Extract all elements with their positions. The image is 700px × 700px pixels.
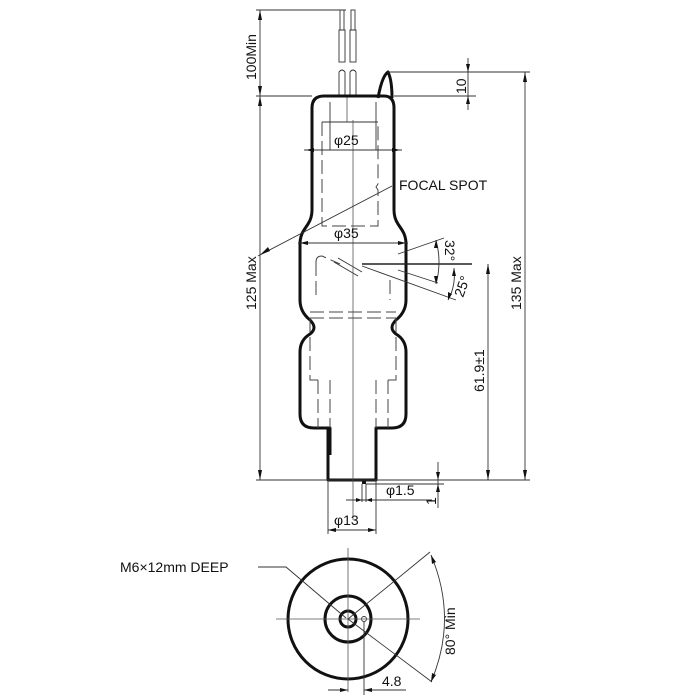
pin-length-label: 1 (423, 497, 439, 505)
inner-structure (309, 102, 397, 428)
dim-135max-label: 135 Max (508, 256, 524, 310)
dim-tip-height: 10 (388, 58, 530, 110)
contact-pin (362, 480, 366, 484)
phi35-label: φ35 (334, 225, 359, 241)
dim-phi13: φ13 (327, 480, 377, 534)
exhaust-tip (376, 70, 394, 99)
dim-focal-height: 61.9±1 (471, 264, 490, 480)
dim-10-label: 10 (453, 78, 469, 94)
focal-spot-callout: FOCAL SPOT (257, 177, 488, 257)
phi1-5-label: φ1.5 (386, 482, 415, 498)
dim-pin: φ1.5 1 (346, 462, 444, 508)
dim-100min-label: 100Min (243, 34, 259, 80)
angle80-label: 80° Min (442, 607, 458, 655)
dim-125max: 125 Max (243, 96, 262, 480)
tube-body-outline (298, 94, 408, 455)
anode-angle-lines: 32° 25° (361, 237, 473, 301)
thread-label: M6×12mm DEEP (120, 559, 229, 575)
phi25-label: φ25 (334, 132, 359, 148)
end-view: 4.8 80° Min M6×12mm DEEP (120, 548, 458, 695)
phi13-label: φ13 (334, 512, 359, 528)
lead-wires (338, 9, 357, 122)
offset-label: 4.8 (382, 673, 402, 689)
angle32-label: 32° (442, 240, 458, 261)
dim-135max: 135 Max (508, 72, 527, 480)
dim-61-9-label: 61.9±1 (471, 349, 487, 392)
dim-phi35: φ35 (298, 225, 408, 245)
focal-spot-label: FOCAL SPOT (399, 177, 488, 193)
base-cylinder (326, 428, 378, 482)
dim-lead-length: 100Min (243, 9, 346, 96)
dim-phi25: φ25 (304, 132, 402, 152)
angle25-label: 25° (451, 274, 473, 299)
dim-125max-label: 125 Max (243, 256, 259, 310)
